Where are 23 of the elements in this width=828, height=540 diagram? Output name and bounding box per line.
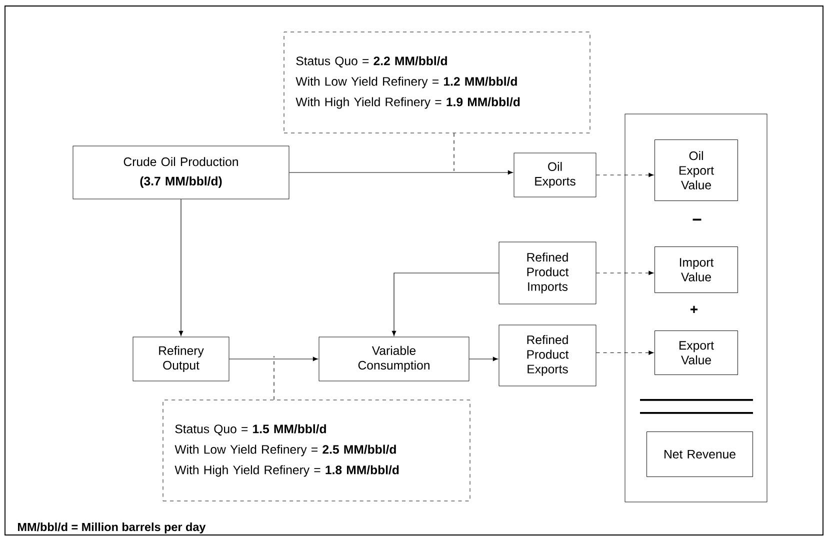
arrow (228, 356, 318, 362)
arrow (468, 356, 498, 362)
arrow (596, 270, 654, 276)
arrow (596, 350, 654, 355)
footnote: MM/bbl/d = Million barrels per day (18, 522, 206, 534)
process-box: Net Revenue (646, 432, 753, 477)
process-box: Refined Product Exports (498, 324, 596, 386)
note-box: Status Quo = 2.2 MM/bbl/d With Low Yield Refinery = 1.2 MM/bbl/d With High Yield Refinery = 1.9 MM/bbl/d (284, 32, 590, 134)
process-box: Crude Oil Production (3.7 MM/bbl/d) (72, 146, 290, 200)
process-box: Refinery Output (132, 336, 230, 382)
arrow (288, 170, 513, 175)
arrow (178, 198, 184, 336)
note-box: Status Quo = 1.5 MM/bbl/d With Low Yield Refinery = 2.5 MM/bbl/d With High Yield Refinery = 1.8 MM/bbl/d (162, 400, 470, 502)
arrow (596, 172, 654, 178)
process-box: Import Value (654, 246, 738, 293)
process-box: Oil Exports (514, 152, 596, 198)
process-box: Refined Product Imports (498, 242, 596, 304)
arrow (392, 272, 500, 336)
process-box: Oil Export Value (654, 140, 738, 201)
minus-sign: − (692, 218, 702, 221)
process-box: Variable Consumption (318, 336, 470, 382)
process-box: Export Value (654, 330, 738, 375)
plus-sign: + (690, 306, 698, 313)
